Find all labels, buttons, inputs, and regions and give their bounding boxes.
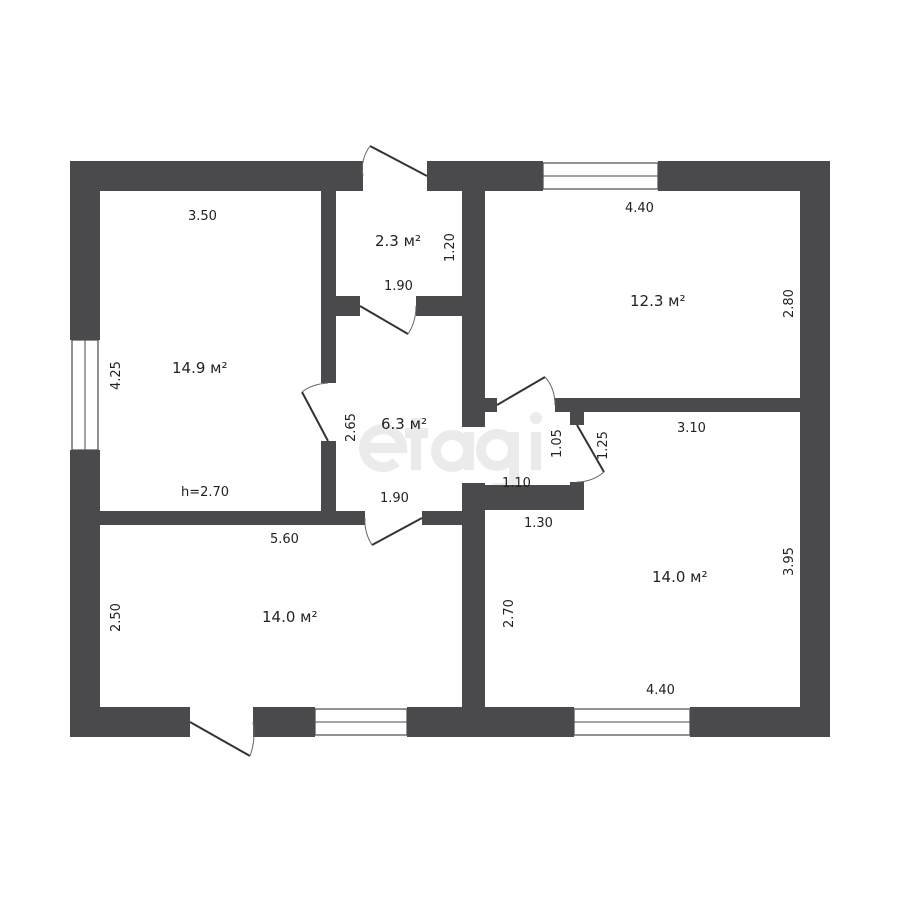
watermark-logo <box>359 412 542 494</box>
dim-label: 5.60 <box>270 532 299 547</box>
windows <box>71 162 691 736</box>
room-area: 2.3 м² <box>375 232 421 250</box>
dim-label: 4.40 <box>646 683 675 698</box>
door-vestibule <box>359 305 409 335</box>
dim-label: 1.90 <box>384 279 413 294</box>
walls <box>70 161 830 737</box>
door-entrance-top <box>369 145 428 177</box>
door-bottom-left-room <box>371 517 423 546</box>
room-area: 14.9 м² <box>172 359 228 377</box>
room-area: 14.0 м² <box>652 568 708 586</box>
dim-label: 1.20 <box>443 233 458 262</box>
dim-label: 1.30 <box>524 516 553 531</box>
room-area: 6.3 м² <box>381 415 427 433</box>
ceiling-height: h=2.70 <box>181 485 229 500</box>
dim-label: 2.70 <box>502 599 517 628</box>
dim-label: 4.25 <box>109 361 124 390</box>
door-top-right-room <box>496 376 546 406</box>
dim-label: 2.65 <box>344 413 359 442</box>
door-entrance-bottom <box>189 721 251 757</box>
dim-label: 1.25 <box>596 431 611 460</box>
dim-label: 1.90 <box>380 491 409 506</box>
door-left-room <box>301 391 329 442</box>
dim-label: 3.50 <box>188 209 217 224</box>
dim-label: 2.80 <box>782 289 797 318</box>
dim-label: 3.10 <box>677 421 706 436</box>
dim-label: 1.05 <box>550 429 565 458</box>
dim-label: 1.10 <box>502 476 531 491</box>
labels: 3.50 4.25 14.9 м² h=2.70 2.3 м² 1.90 1.2… <box>109 201 797 698</box>
dim-label: 2.50 <box>109 603 124 632</box>
doors <box>189 145 605 757</box>
room-area: 14.0 м² <box>262 608 318 626</box>
door-bottom-right-room <box>576 424 605 473</box>
dim-label: 3.95 <box>782 547 797 576</box>
room-area: 12.3 м² <box>630 292 686 310</box>
dim-label: 4.40 <box>625 201 654 216</box>
